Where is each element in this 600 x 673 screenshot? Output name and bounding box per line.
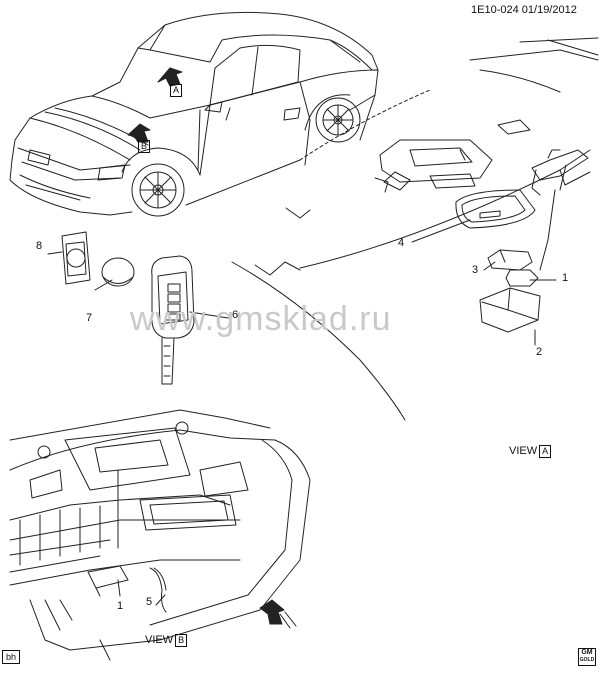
callout-7: 7	[86, 312, 93, 324]
callout-2: 2	[536, 346, 543, 358]
view-a-letter: A	[539, 445, 552, 458]
callout-3: 3	[472, 264, 479, 276]
gm-logo-bottom: GOLD	[579, 657, 595, 663]
callout-6: 6	[232, 309, 239, 321]
view-b-illustration	[9, 409, 311, 661]
view-b-letter: B	[175, 634, 188, 647]
view-a-prefix: VIEW	[509, 445, 538, 457]
car-marker-a: A	[170, 84, 183, 97]
callout-5: 5	[146, 596, 153, 608]
car-marker-b: B	[138, 140, 151, 153]
gm-logo: GM GOLD	[578, 648, 596, 666]
corner-code: bh	[2, 650, 21, 664]
callout-4: 4	[398, 237, 405, 249]
view-a-illustration	[231, 37, 599, 421]
diagram-date: 01/19/2012	[521, 4, 577, 16]
callout-1-top: 1	[562, 272, 569, 284]
callout-8: 8	[36, 240, 43, 252]
diagram-number: 1E10-024	[471, 4, 519, 16]
gm-logo-top: GM	[581, 649, 593, 656]
view-b-prefix: VIEW	[145, 634, 174, 646]
callout-1-bottom: 1	[117, 600, 124, 612]
car-illustration	[9, 11, 379, 217]
diagram-id: 1E10-024 01/19/2012	[471, 4, 577, 16]
key-fob-illustration	[47, 231, 229, 385]
